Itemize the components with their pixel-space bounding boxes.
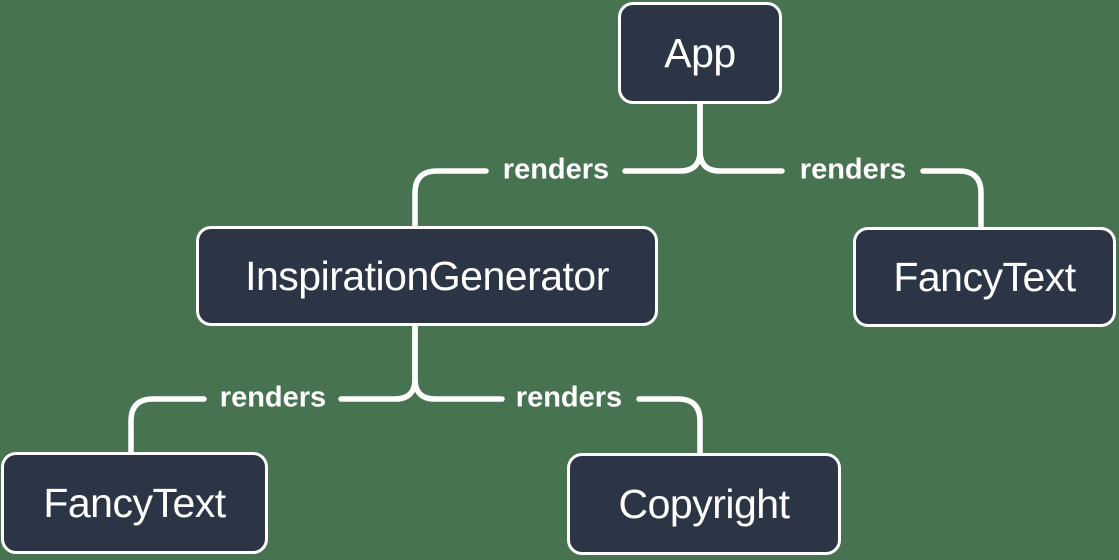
node-inspiration-generator-label: InspirationGenerator [245,252,609,299]
node-fancy-text-right: FancyText [853,227,1116,327]
edge-app-to-fancytext [697,97,984,233]
node-inspiration-generator: InspirationGenerator [196,226,658,326]
node-copyright-label: Copyright [618,480,790,527]
node-fancy-text-left-label: FancyText [43,479,226,526]
node-fancy-text-left: FancyText [1,452,268,554]
node-copyright: Copyright [567,453,841,555]
edge-label-app-fancytext: renders [799,153,907,186]
node-app: App [618,2,782,104]
edge-label-inspirationgenerator-fancytext: renders [219,381,327,414]
edge-label-app-inspirationgenerator: renders [502,153,610,186]
node-app-label: App [664,29,736,76]
edge-inspirationgenerator-to-copyright [412,319,703,459]
node-fancy-text-right-label: FancyText [893,253,1076,300]
edge-label-inspirationgenerator-copyright: renders [515,381,623,414]
